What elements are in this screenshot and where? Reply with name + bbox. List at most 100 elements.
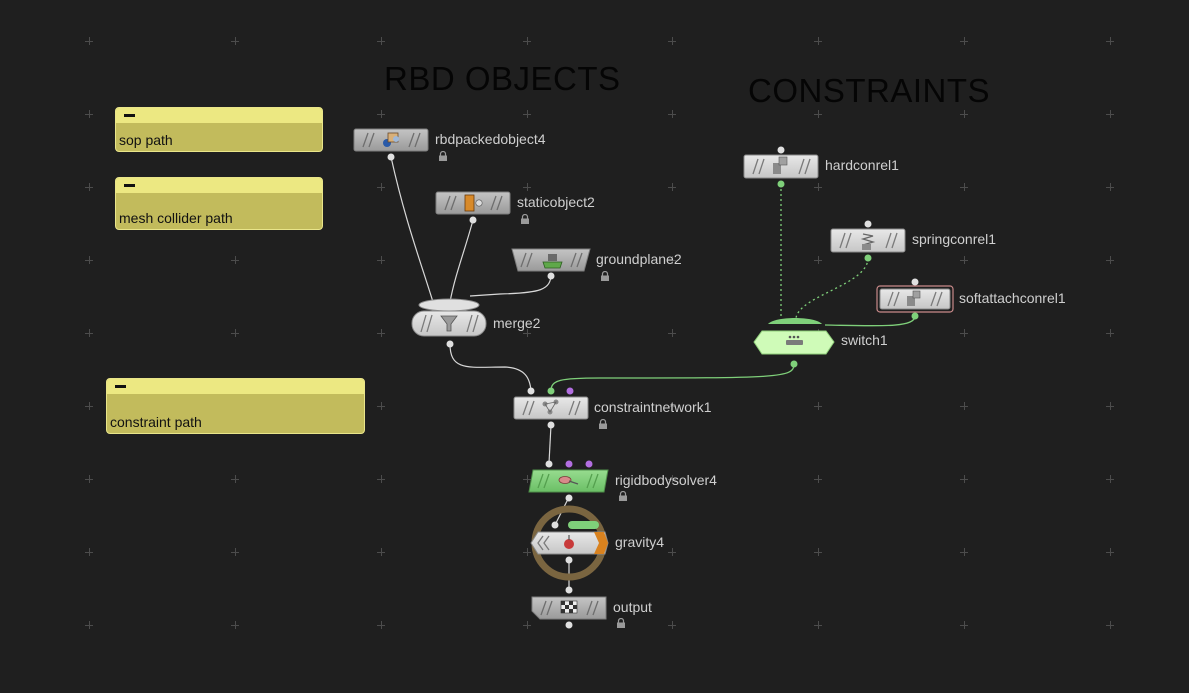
- grid-marker: [1106, 475, 1114, 483]
- wires: [390, 156, 916, 590]
- sticky-note-titlebar[interactable]: [107, 379, 364, 394]
- grid-marker: [960, 329, 968, 337]
- collapse-icon[interactable]: [124, 184, 135, 187]
- wire-constraintnetwork-to-solver[interactable]: [548, 424, 552, 464]
- collapse-icon[interactable]: [115, 385, 126, 388]
- lock-icon[interactable]: [520, 214, 530, 224]
- soft-attach-constraint-icon: [907, 290, 921, 306]
- output-port[interactable]: [565, 621, 573, 629]
- node-rigidbodysolver4[interactable]: [528, 460, 609, 502]
- grid-marker: [814, 475, 822, 483]
- grid-marker: [960, 183, 968, 191]
- grid-marker: [523, 621, 531, 629]
- node-softattachconrel1[interactable]: [876, 278, 954, 320]
- grid-marker: [1106, 110, 1114, 118]
- grid-marker: [377, 37, 385, 45]
- switch-icon: [786, 335, 803, 345]
- wire-groundplane-to-merge[interactable]: [469, 273, 552, 297]
- grid-marker: [814, 256, 822, 264]
- node-label-rigidbodysolver4: rigidbodysolver4: [615, 472, 717, 488]
- grid-marker: [85, 475, 93, 483]
- grid-marker: [523, 183, 531, 191]
- grid-marker: [85, 110, 93, 118]
- wire-softattach-to-switch[interactable]: [824, 315, 916, 327]
- input-port[interactable]: [565, 460, 573, 468]
- input-port[interactable]: [864, 220, 872, 228]
- grid-marker: [231, 329, 239, 337]
- lock-icon[interactable]: [600, 271, 610, 281]
- hard-constraint-icon: [773, 156, 788, 174]
- grid-marker: [231, 475, 239, 483]
- node-springconrel1[interactable]: [830, 220, 906, 262]
- grid-marker: [85, 402, 93, 410]
- output-port[interactable]: [547, 272, 555, 280]
- output-port[interactable]: [547, 421, 555, 429]
- grid-marker: [523, 475, 531, 483]
- output-port[interactable]: [777, 180, 785, 188]
- grid-marker: [377, 402, 385, 410]
- grid-marker: [523, 110, 531, 118]
- wire-static-to-merge[interactable]: [449, 219, 474, 303]
- input-port[interactable]: [585, 460, 593, 468]
- node-rbdpackedobject4[interactable]: [353, 128, 429, 161]
- lock-icon[interactable]: [618, 491, 628, 501]
- sticky-note-sop-path[interactable]: sop path: [115, 107, 323, 152]
- input-port[interactable]: [911, 278, 919, 286]
- lock-icon[interactable]: [598, 419, 608, 429]
- wire-switch-to-constraintnetwork[interactable]: [550, 363, 795, 392]
- output-port[interactable]: [565, 494, 573, 502]
- sticky-note-constraint-path[interactable]: constraint path: [106, 378, 365, 434]
- collapse-icon[interactable]: [124, 114, 135, 117]
- grid-marker: [814, 402, 822, 410]
- sticky-note-mesh-collider-path[interactable]: mesh collider path: [115, 177, 323, 230]
- grid-marker: [668, 110, 676, 118]
- sticky-note-text: constraint path: [110, 414, 202, 430]
- wire-merge-to-constraintnetwork[interactable]: [449, 343, 532, 392]
- merge-funnel-icon: [440, 315, 458, 332]
- wire-springconrel-to-switch[interactable]: [795, 257, 869, 319]
- node-hardconrel1[interactable]: [743, 146, 819, 188]
- node-output[interactable]: [531, 586, 607, 629]
- output-port[interactable]: [469, 216, 477, 224]
- grid-marker: [377, 110, 385, 118]
- grid-marker: [668, 256, 676, 264]
- node-gravity4[interactable]: [530, 505, 609, 581]
- grid-marker: [85, 621, 93, 629]
- output-port[interactable]: [911, 312, 919, 320]
- lock-icon[interactable]: [438, 151, 448, 161]
- output-port[interactable]: [790, 360, 798, 368]
- input-port[interactable]: [566, 387, 574, 395]
- grid-marker: [1106, 256, 1114, 264]
- sticky-note-titlebar[interactable]: [116, 178, 322, 193]
- grid-marker: [668, 329, 676, 337]
- node-staticobject2[interactable]: [435, 191, 511, 224]
- input-port[interactable]: [777, 146, 785, 154]
- input-port[interactable]: [551, 521, 559, 529]
- output-port[interactable]: [387, 153, 395, 161]
- output-port[interactable]: [565, 556, 573, 564]
- input-port[interactable]: [527, 387, 535, 395]
- ground-plane-icon: [542, 254, 563, 269]
- output-port[interactable]: [446, 340, 454, 348]
- wire-rbdpacked-to-merge[interactable]: [390, 156, 434, 303]
- node-switch1[interactable]: [753, 318, 835, 368]
- node-label-merge2: merge2: [493, 315, 541, 331]
- grid-marker: [377, 548, 385, 556]
- sticky-note-titlebar[interactable]: [116, 108, 322, 123]
- output-port[interactable]: [864, 254, 872, 262]
- input-port[interactable]: [545, 460, 553, 468]
- input-port[interactable]: [565, 586, 573, 594]
- node-label-gravity4: gravity4: [615, 534, 665, 550]
- node-merge2[interactable]: [411, 298, 487, 348]
- node-groundplane2[interactable]: [511, 248, 591, 280]
- node-constraintnetwork1[interactable]: [513, 387, 589, 429]
- grid-marker: [523, 548, 531, 556]
- lock-icon[interactable]: [616, 618, 626, 628]
- grid-marker: [1106, 37, 1114, 45]
- grid-marker: [960, 256, 968, 264]
- grid-marker: [231, 621, 239, 629]
- input-port[interactable]: [547, 387, 555, 395]
- grid-marker: [231, 256, 239, 264]
